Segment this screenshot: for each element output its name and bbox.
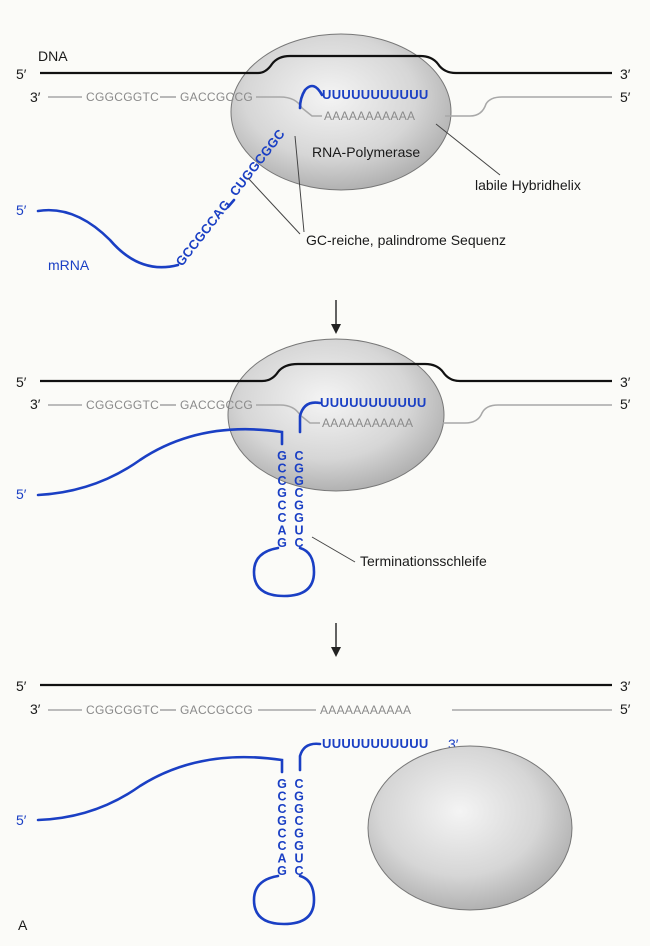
template-seq-a-2: AAAAAAAAAAA: [322, 416, 413, 430]
template-seq-left-3: CGGCGGTC: [86, 703, 159, 717]
end-5-template-1: 5′: [620, 89, 631, 105]
end-5-dna-1: 5′: [16, 66, 27, 82]
stem-left-3: GCCGCCAG: [277, 777, 287, 878]
template-strand-1c: [445, 97, 612, 116]
labile-hybrid-label: labile Hybridhelix: [475, 177, 581, 193]
rna-u-seq-1: UUUUUUUUUUU: [322, 87, 429, 102]
labile-hybrid-leader: [436, 124, 500, 175]
rna-polymerase-label: RNA-Polymerase: [312, 144, 420, 160]
rna-gc-seq-1: GCCGCCAG: [173, 197, 234, 269]
end-3-dna-3: 3′: [620, 678, 631, 694]
end-3-dna-2: 3′: [620, 374, 631, 390]
dna-label: DNA: [38, 48, 68, 64]
template-seq-a-1: AAAAAAAAAAA: [324, 109, 415, 123]
template-seq-mid-1: GACCGCCG: [180, 90, 253, 104]
mrna-label: mRNA: [48, 257, 90, 273]
template-seq-mid-3: GACCGCCG: [180, 703, 253, 717]
panel-letter: A: [18, 917, 28, 933]
end-5-mrna-3: 5′: [16, 812, 27, 828]
gc-rich-label: GC-reiche, palindrome Sequenz: [306, 232, 506, 248]
rna-u-seq-3: UUUUUUUUUUU: [322, 736, 429, 751]
template-seq-left-1: CGGCGGTC: [86, 90, 159, 104]
rna-u-seq-2: UUUUUUUUUUU: [320, 395, 427, 410]
end-5-mrna-1: 5′: [16, 202, 27, 218]
panel-3: 5′ 3′ 3′ CGGCGGTC GACCGCCG AAAAAAAAAAA 5…: [16, 678, 631, 933]
rna-hook-3: [300, 744, 320, 770]
end-3-template-2: 3′: [30, 396, 41, 412]
gc-leader-a: [248, 178, 300, 234]
template-seq-mid-2: GACCGCCG: [180, 398, 253, 412]
step-arrow-1: [331, 300, 341, 334]
end-3-template-3: 3′: [30, 701, 41, 717]
end-5-template-3: 5′: [620, 701, 631, 717]
end-5-template-2: 5′: [620, 396, 631, 412]
stem-left-2: GCCGCCAG: [277, 449, 287, 550]
termination-loop-3: [254, 876, 314, 924]
rna-polymerase-ellipse-3: [368, 746, 572, 910]
termination-loop-label: Terminationsschleife: [360, 553, 487, 569]
step-arrow-2: [331, 623, 341, 657]
end-3-template-1: 3′: [30, 89, 41, 105]
template-strand-2c: [443, 405, 612, 423]
end-5-dna-2: 5′: [16, 374, 27, 390]
termination-loop-2: [254, 548, 314, 596]
mrna-strand-3: [38, 757, 282, 820]
rna-polymerase-ellipse-2: [228, 339, 444, 491]
panel-1: DNA 5′ 3′ 3′ CGGCGGTC GACCGCCG AAAAAAAAA…: [16, 34, 631, 273]
end-5-mrna-2: 5′: [16, 486, 27, 502]
template-seq-left-2: CGGCGGTC: [86, 398, 159, 412]
template-seq-a-3: AAAAAAAAAAA: [320, 703, 411, 717]
termination-loop-leader: [312, 537, 355, 562]
end-3-dna-1: 3′: [620, 66, 631, 82]
end-5-dna-3: 5′: [16, 678, 27, 694]
panel-2: 5′ 3′ 3′ CGGCGGTC GACCGCCG AAAAAAAAAAA 5…: [16, 339, 631, 596]
